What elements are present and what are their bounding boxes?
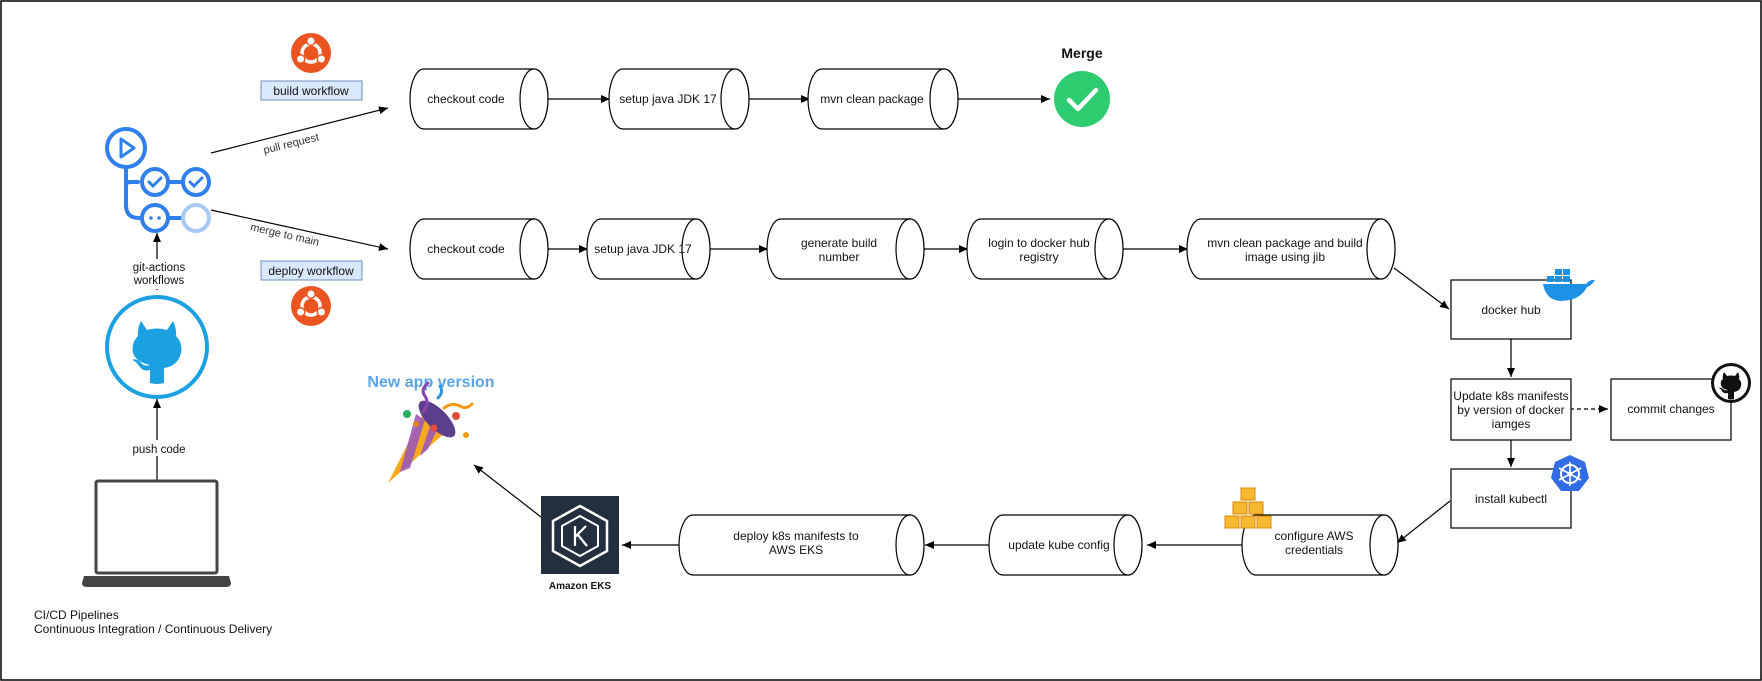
commit-changes-label: commit changes	[1627, 402, 1714, 416]
deploy-step-setup-java-label: setup java JDK 17	[594, 242, 692, 256]
update-manifests-label-2: by version of docker	[1457, 403, 1564, 417]
update-manifests-label-3: iamges	[1492, 417, 1531, 431]
edge-merge-to-main	[210, 209, 389, 251]
build-workflow-label: build workflow	[273, 84, 349, 98]
caption-line-2: Continuous Integration / Continuous Deli…	[34, 622, 272, 636]
laptop-icon	[82, 479, 231, 587]
check-icon	[1054, 71, 1110, 127]
configure-aws-step: configure AWS credentials	[1241, 514, 1399, 576]
edges	[153, 95, 1608, 549]
deploy-eks-label-2: AWS EKS	[769, 543, 823, 557]
kubernetes-icon	[1551, 455, 1589, 491]
edge-to-configure-aws	[1396, 500, 1451, 544]
deploy-workflow-label: deploy workflow	[268, 264, 354, 278]
party-popper-icon	[388, 381, 474, 483]
update-manifests-label-1: Update k8s manifests	[1453, 389, 1568, 403]
build-step-setup-java: setup java JDK 17	[608, 68, 750, 130]
merge-title: Merge	[1061, 45, 1102, 61]
install-kubectl-label: install kubectl	[1475, 492, 1547, 506]
deploy-step-jib-label-2: image using jib	[1245, 250, 1325, 264]
deploy-step-docker-login-label-1: login to docker hub	[988, 236, 1090, 250]
eks-icon	[541, 496, 619, 574]
build-workflow-tag	[260, 80, 363, 101]
edge-to-docker-hub	[1393, 267, 1450, 310]
update-manifests-box: Update k8s manifests by version of docke…	[1450, 378, 1572, 441]
label-pull-request: pull request	[262, 131, 320, 156]
deploy-eks-label-1: deploy k8s manifests to	[733, 529, 859, 543]
install-kubectl-box: install kubectl	[1450, 468, 1572, 529]
label-git-actions-1: git-actions	[133, 262, 186, 274]
update-kube-config-label: update kube config	[1008, 538, 1109, 552]
deploy-step-build-number-label-2: number	[819, 250, 860, 264]
deploy-step-checkout: checkout code	[409, 218, 549, 280]
edge-to-new-version	[473, 464, 542, 518]
build-step-mvn-package: mvn clean package	[807, 68, 959, 130]
label-push-code: push code	[132, 444, 185, 456]
label-bg-push-code	[128, 440, 188, 456]
build-step-checkout: checkout code	[409, 68, 549, 130]
commit-changes-box: commit changes	[1610, 378, 1732, 441]
build-step-mvn-package-label: mvn clean package	[820, 92, 924, 106]
edge-pull-request	[210, 106, 389, 154]
update-kube-config-step: update kube config	[988, 514, 1143, 576]
ubuntu-icon	[291, 286, 331, 326]
ubuntu-icon	[291, 33, 331, 73]
build-step-checkout-label: checkout code	[427, 92, 505, 106]
github-icon	[105, 295, 209, 399]
caption-line-1: CI/CD Pipelines	[34, 608, 119, 622]
deploy-eks-step: deploy k8s manifests to AWS EKS	[678, 514, 925, 576]
aws-cube-icon	[1224, 487, 1272, 529]
deploy-step-docker-login: login to docker hub registry	[966, 218, 1124, 280]
configure-aws-label-1: configure AWS	[1275, 529, 1354, 543]
eks-label: Amazon EKS	[549, 581, 612, 592]
label-git-actions-2: workflows	[133, 275, 185, 287]
build-step-setup-java-label: setup java JDK 17	[619, 92, 717, 106]
deploy-step-build-number: generate build number	[766, 218, 925, 280]
docker-icon	[1543, 269, 1595, 301]
deploy-step-jib-label-1: mvn clean package and build	[1207, 236, 1362, 250]
deploy-workflow-tag	[260, 260, 363, 281]
deploy-step-docker-login-label-2: registry	[1019, 250, 1058, 264]
deploy-step-build-number-label-1: generate build	[801, 236, 877, 250]
label-merge-to-main: merge to main	[249, 221, 320, 249]
docker-hub-label: docker hub	[1481, 303, 1541, 317]
deploy-step-checkout-label: checkout code	[427, 242, 505, 256]
deploy-step-jib: mvn clean package and build image using …	[1186, 218, 1396, 280]
new-version-title: New app version	[367, 374, 494, 391]
label-bg-git-actions	[127, 259, 187, 289]
deploy-step-setup-java: setup java JDK 17	[586, 218, 711, 280]
docker-hub-box: docker hub	[1450, 279, 1572, 340]
github-icon	[1711, 363, 1751, 403]
configure-aws-label-2: credentials	[1285, 543, 1343, 557]
github-actions-icon	[105, 127, 211, 233]
